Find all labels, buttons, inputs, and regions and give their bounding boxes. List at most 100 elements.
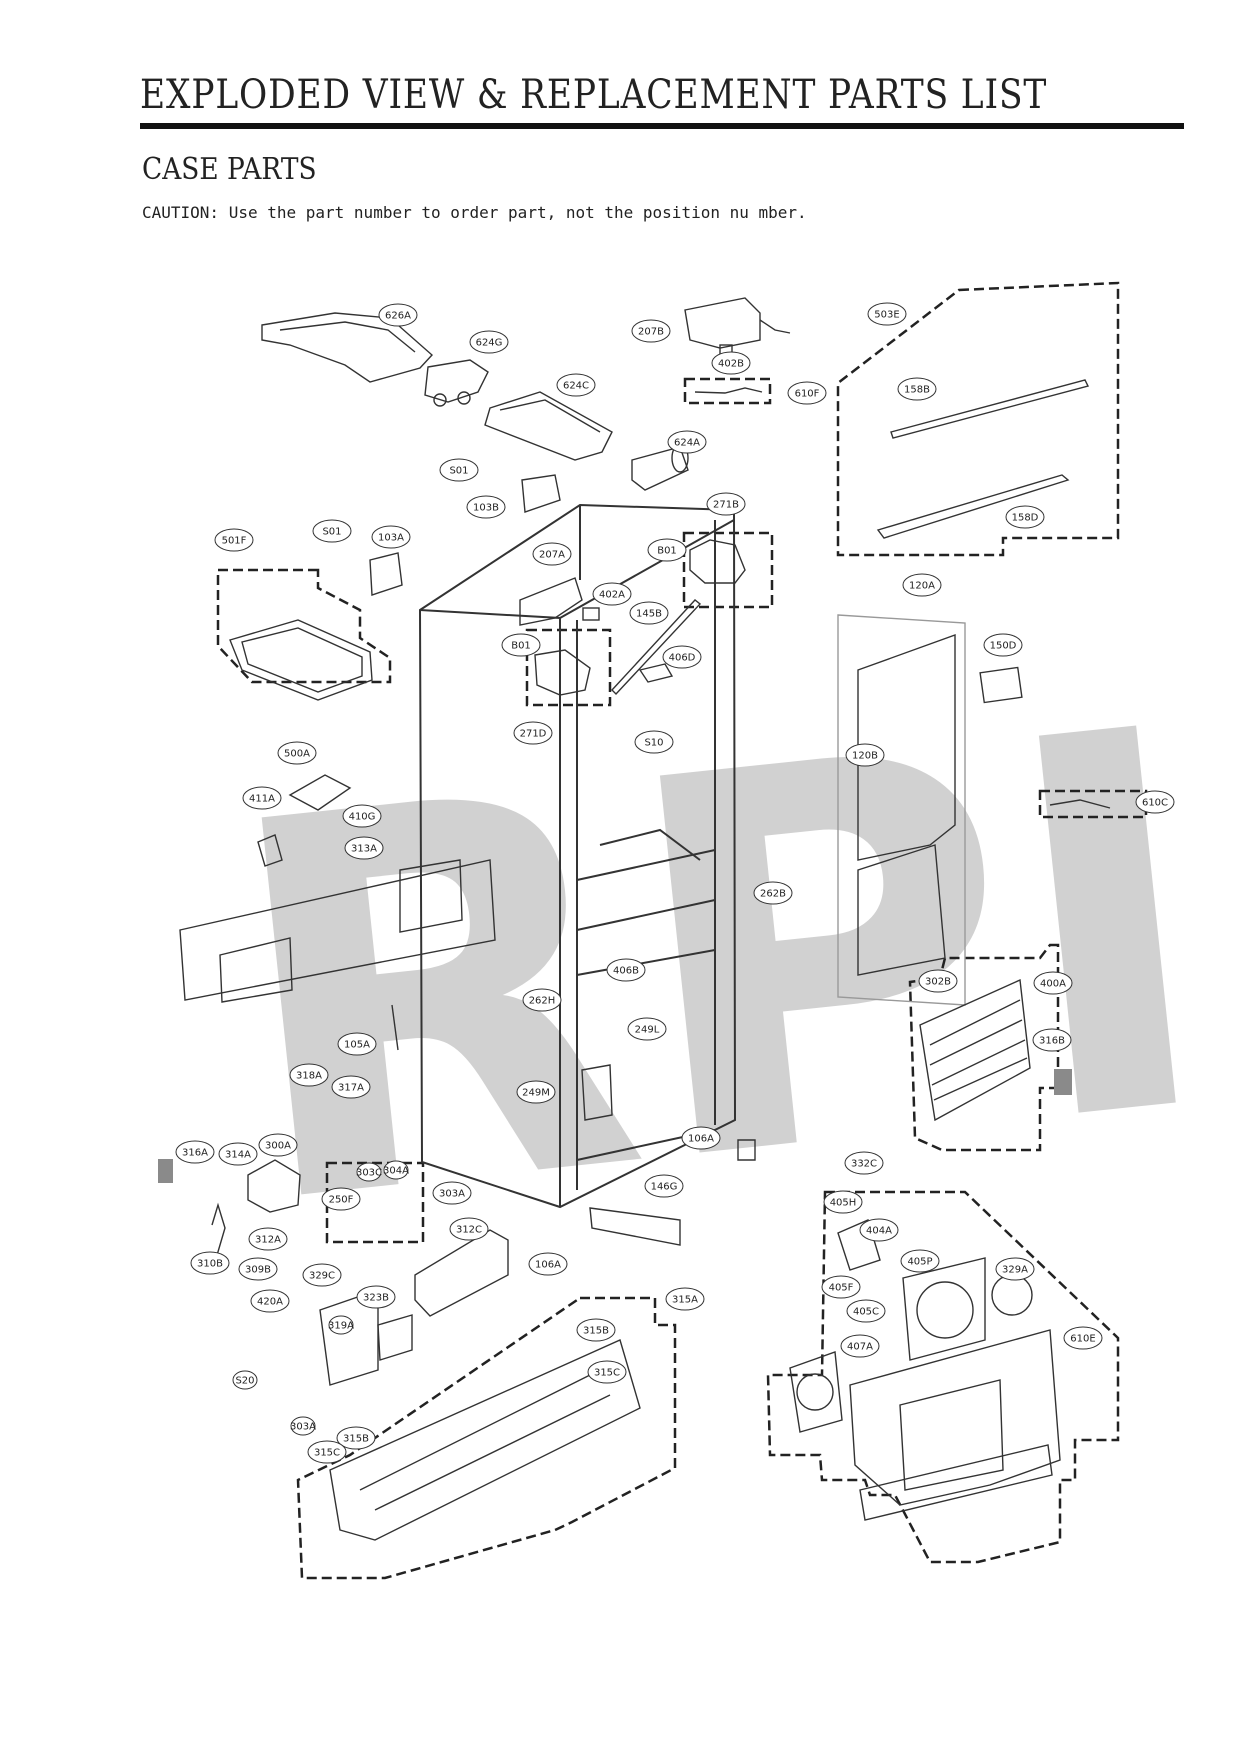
callout-207a: 207A [532,542,572,566]
callout-label: 402B [718,359,744,370]
callout-309b: 309B [238,1257,278,1281]
callout-label: 105A [344,1040,370,1051]
callout-label: 624C [563,381,589,392]
callout-label: 207A [539,550,565,561]
callout-313a: 313A [344,836,384,860]
callout-s01: S01 [439,458,479,482]
callout-405f: 405F [821,1275,861,1299]
callout-label: 300A [265,1141,291,1152]
callout-400a: 400A [1033,971,1073,995]
part-624G [424,359,489,403]
part-300A [247,1159,301,1213]
callout-624a: 624A [667,430,707,454]
callout-120a: 120A [902,573,942,597]
part-501F [229,619,373,701]
callout-106a: 106A [681,1126,721,1150]
callout-label: S01 [322,527,341,538]
callout-label: 207B [638,327,664,338]
callout-label: 150D [990,641,1017,652]
callout-label: 624A [674,438,700,449]
callout-405c: 405C [846,1299,886,1323]
callout-label: 329C [309,1271,335,1282]
callout-207b: 207B [631,319,671,343]
callout-262b: 262B [753,881,793,905]
callout-label: 500A [284,749,310,760]
callout-315b: 315B [576,1318,616,1342]
callout-label: 404A [866,1226,892,1237]
callout-label: 407A [847,1342,873,1353]
callout-249l: 249L [627,1017,667,1041]
callout-label: 420A [257,1297,283,1308]
callout-407a: 407A [840,1334,880,1358]
caution-note: CAUTION: Use the part number to order pa… [142,203,807,222]
part-610C [1049,799,1111,809]
part-drawings [179,281,1148,1580]
callout-label: 249L [635,1025,660,1036]
callout-316a: 316A [175,1140,215,1164]
callout-label: 411A [249,794,275,805]
callout-410g: 410G [342,804,382,828]
callout-label: 410G [349,812,376,823]
callout-label: 303C [356,1168,382,1179]
callout-610c: 610C [1135,790,1175,814]
part-610F [694,387,763,394]
callout-label: 319A [328,1321,354,1332]
callout-label: 145B [636,609,662,620]
callout-329a: 329A [995,1257,1035,1281]
callout-s20: S20 [232,1370,258,1390]
callout-316b: 316B [1032,1028,1072,1052]
part-402A [582,607,600,621]
callout-label: 312C [456,1225,482,1236]
callout-label: 302B [925,977,951,988]
callout-312a: 312A [248,1227,288,1251]
callout-s10: S10 [634,730,674,754]
callout-label: B01 [511,641,531,652]
part-404A [837,1219,881,1271]
callout-label: 106A [535,1260,561,1271]
callout-label: 316B [1039,1036,1065,1047]
callout-label: 406B [613,966,639,977]
part-310B [211,1202,226,1263]
callout-label: 262B [760,889,786,900]
callout-label: 624G [476,338,503,349]
callout-146g: 146G [644,1174,684,1198]
callout-300a: 300A [258,1133,298,1157]
section-title: CASE PARTS [142,152,317,187]
part-323B [377,1314,413,1361]
callout-120b: 120B [845,743,885,767]
part-626A [261,312,434,383]
part-405P [902,1257,986,1361]
part-150D [979,666,1023,704]
part-105A [391,1004,399,1051]
callout-label: 146G [651,1182,678,1193]
callout-105a: 105A [337,1032,377,1056]
callout-411a: 411A [242,786,282,810]
callout-315c: 315C [307,1440,347,1464]
callout-label: 316A [182,1148,208,1159]
part-315A [329,1339,641,1541]
callout-402a: 402A [592,582,632,606]
callout-label: 303A [439,1189,465,1200]
callout-label: 610C [1142,798,1168,809]
part-406D [638,663,674,683]
callout-404a: 404A [859,1218,899,1242]
part-271B [689,539,746,584]
callout-label: 405H [830,1198,857,1209]
callout-label: 610E [1070,1334,1095,1345]
callout-158b: 158B [897,377,937,401]
callout-318a: 318A [289,1063,329,1087]
callout-label: 312A [255,1235,281,1246]
callout-420a: 420A [250,1289,290,1313]
callout-label: 120B [852,751,878,762]
callout-label: 406D [669,653,696,664]
callout-label: 405P [907,1257,932,1268]
callout-624g: 624G [469,330,509,354]
callout-315a: 315A [665,1287,705,1311]
callout-labels: 626A624G624C624A207B402B610F503E158B158D… [175,302,1175,1464]
callout-312c: 312C [449,1217,489,1241]
callout-503e: 503E [867,302,907,326]
part-106A [737,1139,756,1161]
callout-label: S01 [449,466,468,477]
callout-label: 271D [520,729,547,740]
